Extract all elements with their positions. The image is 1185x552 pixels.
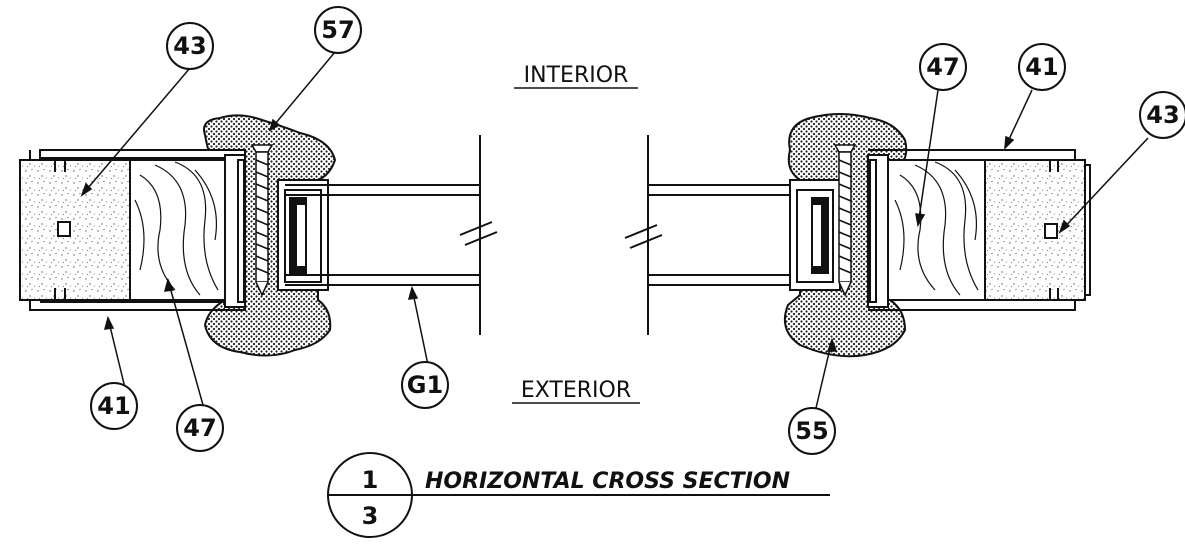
right-frame-assembly xyxy=(624,113,1091,358)
svg-text:47: 47 xyxy=(926,53,959,81)
left-extrusion-outer xyxy=(39,149,246,159)
svg-text:41: 41 xyxy=(97,392,130,420)
exterior-label: EXTERIOR xyxy=(521,378,631,403)
interior-label: INTERIOR xyxy=(524,63,629,88)
callout-47-left: 47 xyxy=(176,404,224,452)
section-title-block: 1 3 HORIZONTAL CROSS SECTION xyxy=(327,452,830,538)
callout-57: 57 xyxy=(314,6,362,54)
callout-55: 55 xyxy=(788,407,836,455)
left-wood-block xyxy=(129,159,226,301)
right-foam-insulation xyxy=(984,159,1086,301)
svg-text:47: 47 xyxy=(183,414,216,442)
section-title: HORIZONTAL CROSS SECTION xyxy=(425,469,790,494)
svg-text:57: 57 xyxy=(321,16,354,44)
svg-text:55: 55 xyxy=(795,417,828,445)
svg-text:G1: G1 xyxy=(407,371,443,399)
svg-text:43: 43 xyxy=(1146,101,1179,129)
callout-41-right: 41 xyxy=(1018,43,1066,91)
exterior-label-group: EXTERIOR xyxy=(512,378,640,404)
interior-label-group: INTERIOR xyxy=(514,63,638,89)
left-screw xyxy=(250,144,274,297)
leader-lines xyxy=(80,51,1149,409)
callout-47-right: 47 xyxy=(919,43,967,91)
right-screw xyxy=(833,144,857,297)
left-foam-insulation xyxy=(19,159,131,301)
svg-text:43: 43 xyxy=(173,32,206,60)
left-frame-assembly xyxy=(19,114,498,357)
callout-g1: G1 xyxy=(401,361,449,409)
detail-number: 1 xyxy=(362,466,379,494)
callout-43-right: 43 xyxy=(1139,91,1185,139)
sheet-number: 3 xyxy=(362,502,379,530)
callout-41-left: 41 xyxy=(90,382,138,430)
svg-text:41: 41 xyxy=(1025,53,1058,81)
callout-43-left: 43 xyxy=(166,22,214,70)
